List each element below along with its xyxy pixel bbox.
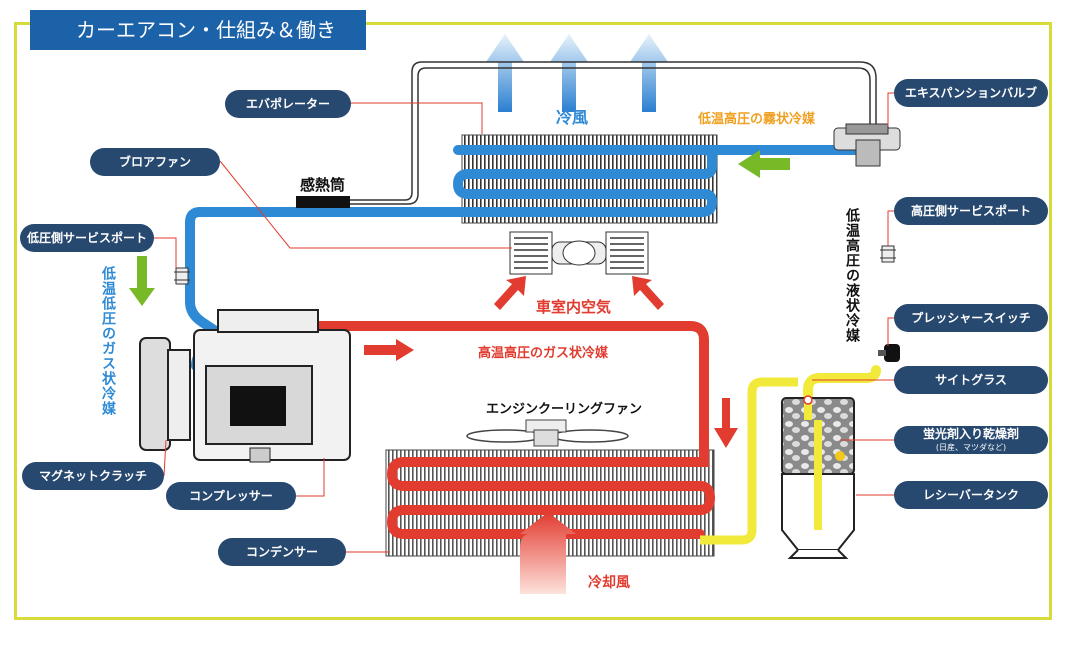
diagram-frame (14, 22, 1052, 620)
hot-flow-arrow-down (714, 398, 738, 448)
cabin-air-label: 車室内空気 (536, 298, 612, 316)
high-side-port-pill: 高圧側サービスポート (894, 197, 1048, 225)
sight-glass-pill: サイトグラス (894, 366, 1048, 394)
thermo-bulb (296, 196, 350, 208)
compressor-pill: コンプレッサー (166, 482, 296, 510)
desiccant-pill: 蛍光剤入り乾燥剤 (日産、マツダなど) (894, 426, 1048, 454)
condenser-outlet-pipe (700, 377, 798, 545)
liquid-line-to-tank (803, 365, 881, 405)
condenser-pill: コンデンサー (218, 538, 346, 566)
low-side-port-pill: 低圧側サービスポート (20, 224, 154, 252)
thermo-bulb-label: 感熱筒 (300, 176, 346, 194)
cooling-air-arrow (520, 512, 576, 594)
cold-air-label: 冷風 (556, 108, 589, 127)
hot-flow-arrow-right (364, 339, 414, 361)
flow-arrow-down (129, 256, 155, 306)
pressure-switch (878, 344, 900, 362)
cabin-air-arrows (494, 276, 664, 310)
low-gas-label: 低温低圧のガス状冷媒 (100, 266, 116, 416)
low-side-port (174, 267, 190, 285)
receiver-tank-pill: レシーバータンク (894, 481, 1048, 509)
evaporator-core (195, 134, 865, 224)
engine-fan (466, 419, 629, 447)
cooling-air-label: 冷却風 (588, 575, 630, 591)
pressure-switch-pill: プレッシャースイッチ (894, 304, 1048, 332)
high-liquid-label: 低温高圧の液状冷媒 (844, 208, 860, 343)
page-title: カーエアコン・仕組み＆働き (30, 10, 366, 50)
evaporator-pill: エバポレーター (225, 90, 351, 118)
blower-fan (509, 231, 649, 275)
cold-air-arrows (486, 34, 668, 112)
capillary-tube (300, 61, 877, 205)
expansion-valve-pill: エキスパンションバルブ (894, 79, 1048, 107)
engine-fan-label: エンジンクーリングファン (486, 402, 643, 417)
leader-lines (154, 92, 894, 553)
desiccant-label: 蛍光剤入り乾燥剤 (922, 427, 1019, 441)
desiccant-note: (日産、マツダなど) (935, 443, 1007, 452)
hot-gas-label: 高温高圧のガス状冷媒 (478, 346, 609, 361)
magnet-clutch-pill: マグネットクラッチ (22, 462, 164, 490)
receiver-tank (781, 395, 855, 559)
expansion-valve (833, 123, 901, 167)
flow-arrow-left (738, 150, 790, 178)
compressor (139, 309, 351, 463)
blower-fan-pill: ブロアファン (90, 148, 220, 176)
mist-refrigerant-label: 低温高圧の霧状冷媒 (698, 112, 816, 127)
high-side-port (880, 245, 896, 263)
